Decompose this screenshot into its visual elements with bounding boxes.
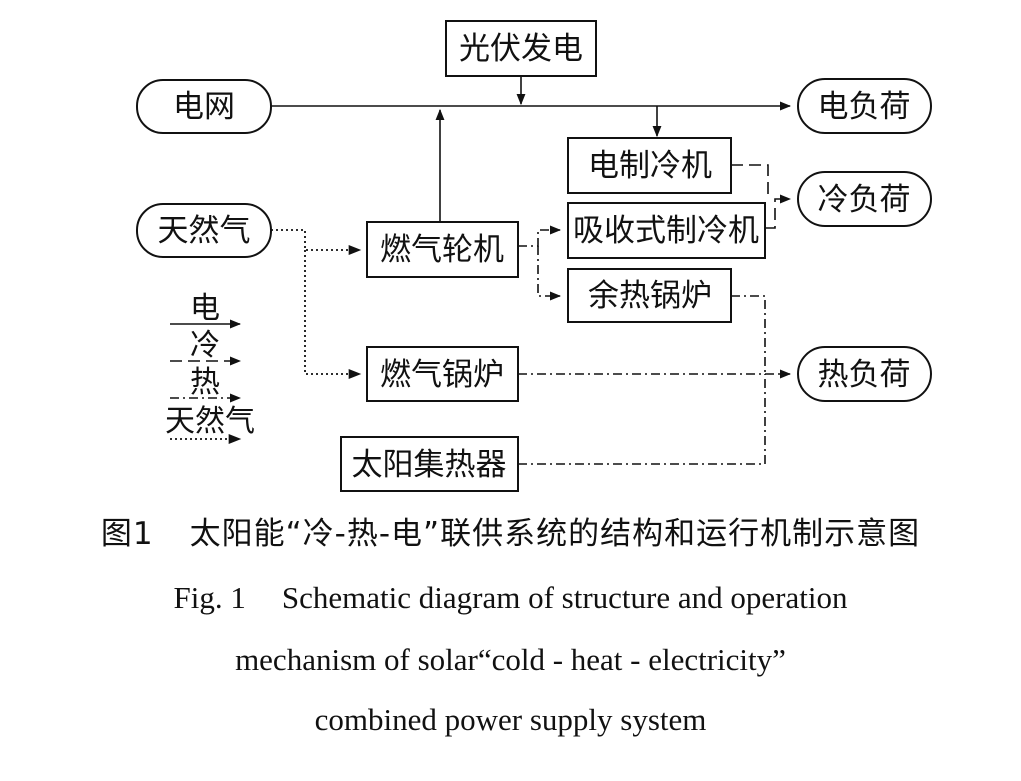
waste-boiler-to-heat-link	[731, 295, 766, 374]
solar-collector-label: 太阳集热器	[352, 447, 507, 483]
solar-collector-box	[340, 436, 519, 492]
gas-to-boiler-link	[304, 250, 362, 380]
legend-heat-label: 热	[190, 365, 220, 400]
elec-chiller-label: 电制冷机	[588, 148, 712, 184]
gas-turbine-box	[366, 221, 519, 278]
caption-zh-text: 太阳能“冷-热-电”联供系统的结构和运行机制示意图	[189, 516, 921, 552]
system-diagram: 光伏发电 电网 电负荷 电制冷机 冷负荷 天然气 燃气轮机 吸收式制冷机 余热锅…	[136, 20, 932, 492]
elec-chiller-to-cold-link	[731, 164, 769, 200]
gas-boiler-box	[366, 346, 519, 402]
turbine-to-waste-boiler-link	[537, 246, 562, 301]
caption-en-line3: combined power supply system	[314, 702, 707, 737]
cold-load-box	[797, 171, 932, 227]
grid-box	[136, 79, 272, 134]
gas-boiler-label: 燃气锅炉	[380, 357, 504, 393]
absorption-to-cold-link	[765, 194, 792, 229]
legend-gas-label: 天然气	[165, 404, 255, 439]
legend-cold-label: 冷	[190, 328, 220, 363]
heat-load-box	[797, 346, 932, 402]
pv-label: 光伏发电	[459, 31, 583, 67]
gas-turbine-label: 燃气轮机	[380, 232, 504, 268]
caption-zh: 图1 太阳能“冷-热-电”联供系统的结构和运行机制示意图	[0, 508, 1021, 553]
collector-to-heat-link	[518, 374, 766, 465]
absorption-chiller-label: 吸收式制冷机	[573, 213, 759, 249]
caption-en-label: Fig. 1	[173, 580, 246, 615]
legend: 电 冷 热 天然气	[165, 291, 255, 445]
pv-box	[445, 20, 597, 77]
caption-en-line1-text: Schematic diagram of structure and opera…	[281, 580, 848, 615]
cold-load-label: 冷负荷	[818, 182, 911, 218]
caption-en-line1: Fig. 1 Schematic diagram of structure and…	[0, 580, 1021, 616]
gas-to-turbine-link	[271, 229, 362, 256]
turbine-to-absorption-link	[518, 225, 562, 247]
caption-zh-label: 图1	[100, 516, 154, 552]
natural-gas-label: 天然气	[158, 213, 251, 249]
grid-label: 电网	[173, 89, 235, 125]
waste-heat-boiler-label: 余热锅炉	[588, 278, 712, 314]
elec-load-box	[797, 78, 932, 134]
waste-heat-boiler-box	[567, 268, 732, 323]
natural-gas-box	[136, 203, 272, 258]
caption-en-line2: mechanism of solar“cold - heat - electri…	[235, 642, 786, 677]
heat-load-label: 热负荷	[818, 357, 911, 393]
legend-electricity-label: 电	[190, 291, 220, 326]
elec-chiller-box	[567, 137, 732, 194]
absorption-chiller-box	[567, 202, 766, 259]
elec-load-label: 电负荷	[818, 89, 911, 125]
